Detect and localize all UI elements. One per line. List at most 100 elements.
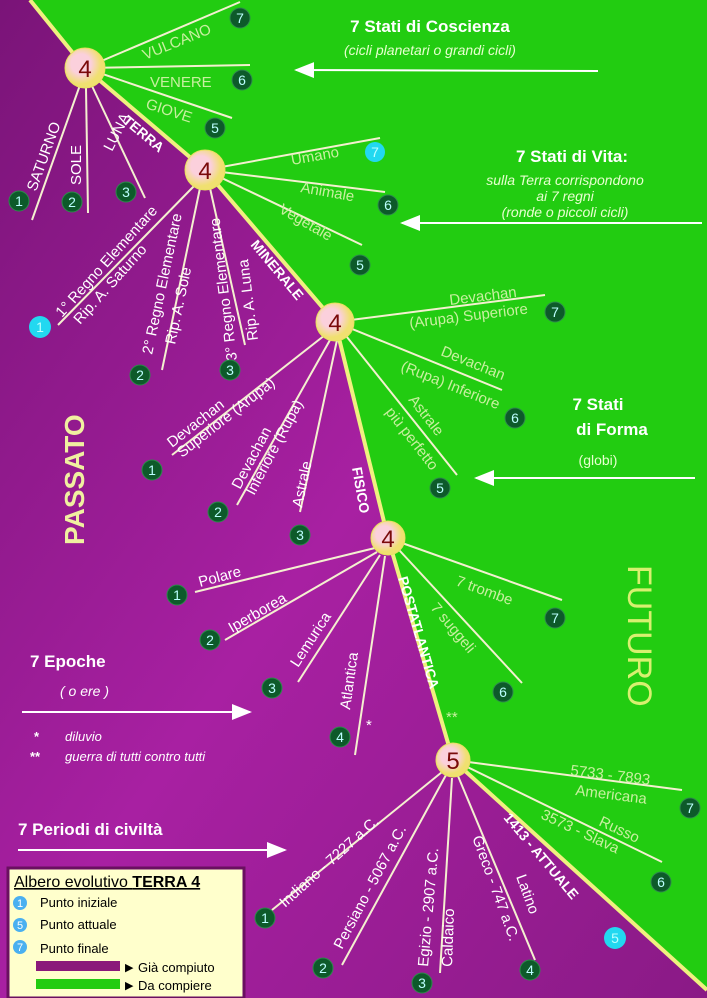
- svg-text:1: 1: [15, 193, 23, 209]
- svg-text:1: 1: [261, 910, 269, 926]
- future-region: [30, 0, 707, 990]
- badge-1: 1: [166, 584, 188, 606]
- vita-sub2: ai 7 regni: [536, 188, 594, 204]
- forma-sub: (globi): [579, 452, 618, 468]
- badge-3: 3: [289, 524, 311, 546]
- svg-text:1: 1: [148, 462, 156, 478]
- note2-mark: **: [30, 749, 41, 764]
- epoche-sub: ( o ere ): [60, 683, 109, 699]
- note1-mark: *: [34, 729, 40, 744]
- badge-2: 2: [207, 501, 229, 523]
- badge-5-current: 5: [604, 927, 626, 949]
- badge-6: 6: [377, 194, 399, 216]
- svg-text:3: 3: [268, 680, 276, 696]
- badge-6: 6: [504, 407, 526, 429]
- badge-6: 6: [492, 681, 514, 703]
- badge-6: 6: [650, 871, 672, 893]
- svg-text:5: 5: [446, 748, 459, 775]
- coscienza-subtitle: (cicli planetari o grandi cicli): [344, 42, 516, 58]
- svg-text:7: 7: [551, 304, 559, 320]
- passato-label: PASSATO: [59, 414, 90, 545]
- vita-sub3: (ronde o piccoli cicli): [502, 204, 629, 220]
- badge-2: 2: [199, 629, 221, 651]
- svg-text:2: 2: [68, 194, 76, 210]
- badge-5: 5: [204, 117, 226, 139]
- node-5: 5: [435, 742, 471, 778]
- svg-text:7: 7: [551, 610, 559, 626]
- badge-7: 7: [544, 607, 566, 629]
- venere-label: VENERE: [150, 74, 212, 91]
- svg-text:4: 4: [78, 56, 91, 83]
- legend-swatch-past: [36, 961, 120, 971]
- diluvio-mark: *: [366, 717, 372, 734]
- sole-label: SOLE: [68, 145, 85, 185]
- badge-2: 2: [129, 364, 151, 386]
- guerra-mark: **: [446, 709, 458, 726]
- badge-4: 4: [519, 959, 541, 981]
- svg-text:6: 6: [238, 72, 246, 88]
- svg-text:6: 6: [384, 197, 392, 213]
- svg-text:5: 5: [211, 120, 219, 136]
- svg-text:3: 3: [122, 184, 130, 200]
- svg-text:2: 2: [206, 632, 214, 648]
- badge-1: 1: [8, 190, 30, 212]
- badge-2: 2: [61, 191, 83, 213]
- badge-3: 3: [261, 677, 283, 699]
- svg-text:5: 5: [611, 930, 619, 946]
- svg-text:6: 6: [499, 684, 507, 700]
- svg-text:6: 6: [657, 874, 665, 890]
- svg-text:5: 5: [356, 257, 364, 273]
- badge-7: 7: [544, 301, 566, 323]
- svg-text:4: 4: [526, 962, 534, 978]
- badge-2: 2: [312, 957, 334, 979]
- svg-text:4: 4: [381, 526, 394, 553]
- badge-1: 1: [141, 459, 163, 481]
- legend-todo: Da compiere: [138, 978, 212, 993]
- badge-4: 4: [329, 726, 351, 748]
- node-2: 4: [184, 149, 226, 191]
- legend-title: Albero evolutivo TERRA 4: [14, 874, 200, 891]
- vita-title: 7 Stati di Vita:: [516, 147, 628, 166]
- forma-title: 7 Stati: [572, 395, 623, 414]
- badge-3: 3: [219, 359, 241, 381]
- forma-title2: di Forma: [576, 420, 648, 439]
- vita-sub1: sulla Terra corrispondono: [486, 172, 644, 188]
- svg-text:3: 3: [226, 362, 234, 378]
- node-4: 4: [370, 520, 406, 556]
- legend-item-initial: Punto iniziale: [40, 895, 117, 910]
- badge-3: 3: [411, 972, 433, 994]
- svg-text:6: 6: [511, 410, 519, 426]
- legend-arrow-icon: ▶: [125, 962, 134, 974]
- coscienza-title: 7 Stati di Coscienza: [350, 17, 510, 36]
- note2-text: guerra di tutti contro tutti: [65, 749, 206, 764]
- legend-swatch-future: [36, 979, 120, 989]
- svg-text:2: 2: [136, 367, 144, 383]
- svg-text:2: 2: [214, 504, 222, 520]
- fisico-axis-label: FISICO: [349, 466, 373, 515]
- badge-6: 6: [231, 69, 253, 91]
- node-1: 4: [64, 47, 106, 89]
- badge-1: 1: [254, 907, 276, 929]
- legend-item-current: Punto attuale: [40, 917, 117, 932]
- svg-text:7: 7: [371, 144, 379, 160]
- badge-5: 5: [429, 477, 451, 499]
- legend-badge-7: 7: [17, 942, 23, 954]
- note1-text: diluvio: [65, 729, 102, 744]
- coscienza-arrow: [294, 62, 599, 79]
- badge-1-start: 1: [29, 316, 51, 338]
- badge-3: 3: [115, 181, 137, 203]
- badge-7: 7: [679, 797, 701, 819]
- svg-text:5: 5: [436, 480, 444, 496]
- svg-text:2: 2: [319, 960, 327, 976]
- svg-text:4: 4: [328, 310, 341, 337]
- epoche-title: 7 Epoche: [30, 652, 106, 671]
- legend-badge-5: 5: [17, 920, 23, 932]
- futuro-label: FUTURO: [620, 565, 658, 707]
- svg-text:3: 3: [296, 527, 304, 543]
- badge-7-current-end: 7: [365, 142, 385, 162]
- svg-text:1: 1: [36, 319, 44, 335]
- svg-text:4: 4: [198, 158, 211, 185]
- badge-5: 5: [349, 254, 371, 276]
